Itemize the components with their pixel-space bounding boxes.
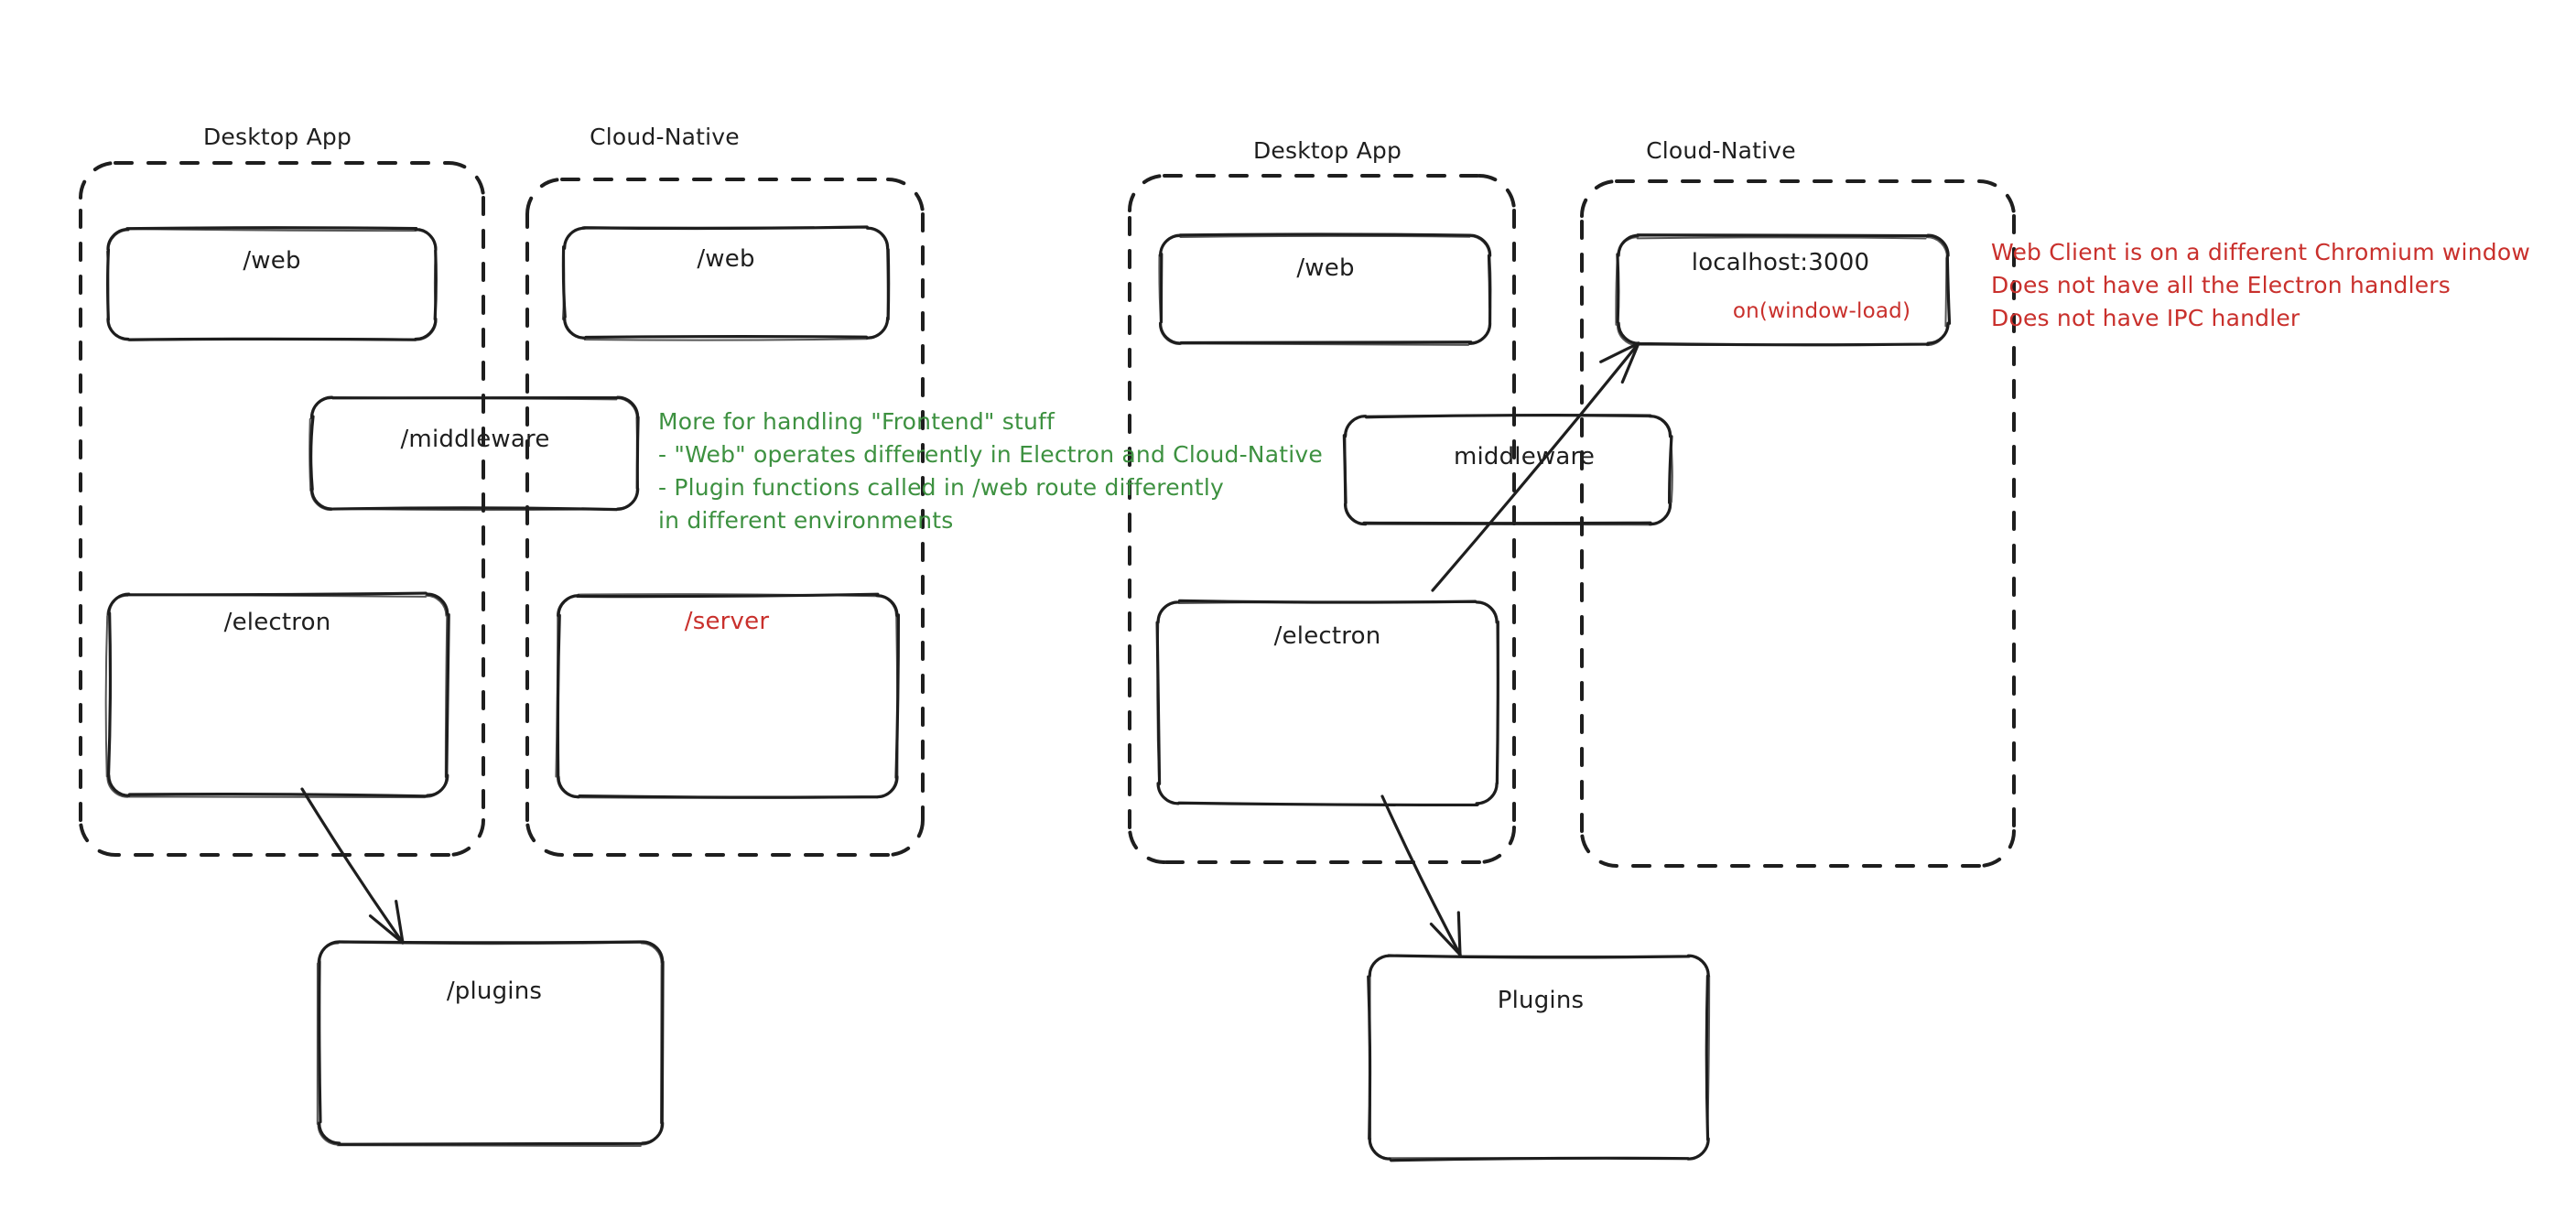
annotation-web-client-note: Web Client is on a different Chromium wi…: [1991, 236, 2530, 335]
annotation-line: More for handling "Frontend" stuff: [658, 408, 1055, 435]
node-sublabel-right-localhost-3000: on(window-load): [1732, 299, 1911, 323]
annotation-line: - "Web" operates differently in Electron…: [658, 441, 1323, 468]
node-label-right-plugins: Plugins: [1497, 987, 1585, 1014]
node-right-web[interactable]: [1161, 236, 1490, 344]
group-title-left-0: Desktop App: [202, 124, 352, 150]
node-label-left-web: /web: [697, 245, 755, 273]
node-label-right-web: /web: [1296, 254, 1355, 282]
group-title-right-0: Desktop App: [1252, 137, 1402, 164]
annotation-line: in different environments: [658, 507, 954, 534]
group-title-left-1: Cloud-Native: [590, 124, 740, 150]
annotation-line: Does not have all the Electron handlers: [1991, 272, 2452, 298]
node-right-plugins[interactable]: [1370, 955, 1709, 1158]
annotation-line: - Plugin functions called in /web route …: [658, 474, 1224, 501]
node-label-right-electron: /electron: [1273, 622, 1381, 650]
node-label-left-electron: /electron: [223, 609, 331, 636]
node-label-left-middleware: /middleware: [400, 426, 550, 453]
node-label-left-plugins: /plugins: [446, 978, 543, 1005]
node-right-middleware[interactable]: [1346, 416, 1671, 524]
node-label-left-server: /server: [684, 608, 770, 635]
node-left-middleware[interactable]: [312, 397, 638, 509]
node-label-left-web: /web: [243, 247, 301, 275]
group-title-right-1: Cloud-Native: [1646, 137, 1796, 164]
node-left-web[interactable]: [108, 230, 436, 340]
node-label-right-middleware: middleware: [1453, 443, 1596, 470]
annotation-line: Does not have IPC handler: [1991, 305, 2300, 331]
node-label-right-localhost-3000: localhost:3000: [1691, 249, 1870, 276]
node-left-plugins[interactable]: [319, 943, 662, 1144]
annotation-frontend-note: More for handling "Frontend" stuff - "Web…: [658, 405, 1323, 537]
annotation-line: Web Client is on a different Chromium wi…: [1991, 239, 2530, 265]
node-left-web[interactable]: [565, 228, 888, 338]
